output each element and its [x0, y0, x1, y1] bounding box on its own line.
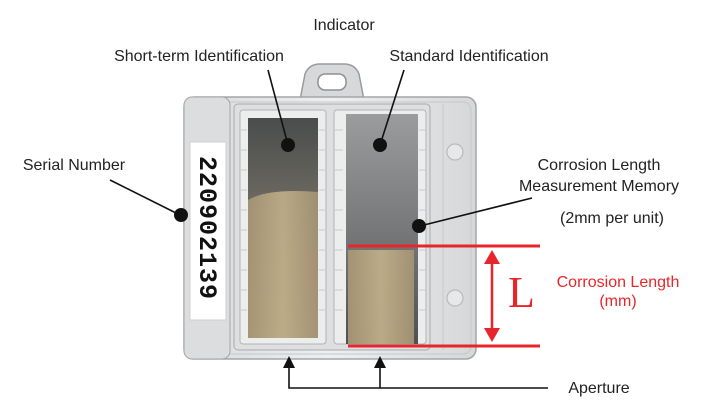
memory-label-line2: Measurement Memory — [519, 178, 679, 195]
serial-marker — [174, 208, 188, 222]
memory-note: (2mm per unit) — [560, 210, 664, 227]
short-term-marker — [281, 138, 295, 152]
short-term-label: Short-term Identification — [114, 48, 284, 65]
short-term-corroded-area — [248, 191, 318, 338]
memory-marker — [412, 219, 426, 233]
leader-lines — [109, 69, 533, 227]
aperture-lines — [288, 366, 548, 389]
memory-leader — [419, 197, 533, 227]
serial-number-label: Serial Number — [23, 157, 126, 174]
standard-corroded-area — [348, 250, 414, 344]
standard-marker — [373, 138, 387, 152]
hanging-tab — [299, 63, 365, 101]
memory-label-line1: Corrosion Length — [538, 157, 661, 174]
standard-label: Standard Identification — [389, 48, 548, 65]
indicator-label: Indicator — [313, 17, 375, 34]
aperture-arrow-left — [283, 356, 295, 368]
aperture-label: Aperture — [568, 380, 629, 397]
length-symbol: L — [508, 268, 535, 317]
corrosion-unit-label: (mm) — [599, 293, 636, 310]
short-term-leader — [267, 69, 289, 146]
right-hole-bottom — [446, 289, 464, 307]
standard-leader — [379, 69, 405, 146]
corrosion-arrow-down — [484, 328, 500, 342]
sensor-body — [183, 96, 477, 360]
corrosion-arrow-up — [484, 250, 500, 264]
serial-number-value: 220902139 — [192, 156, 221, 300]
serial-label — [189, 141, 227, 321]
corrosion-length-label: Corrosion Length — [557, 274, 680, 291]
short-term-window — [239, 109, 327, 345]
aperture-arrow-right — [374, 356, 386, 368]
corrosion-dimension — [348, 244, 540, 348]
serial-leader — [109, 179, 181, 216]
right-hole-top — [446, 143, 464, 161]
standard-window — [333, 109, 427, 345]
